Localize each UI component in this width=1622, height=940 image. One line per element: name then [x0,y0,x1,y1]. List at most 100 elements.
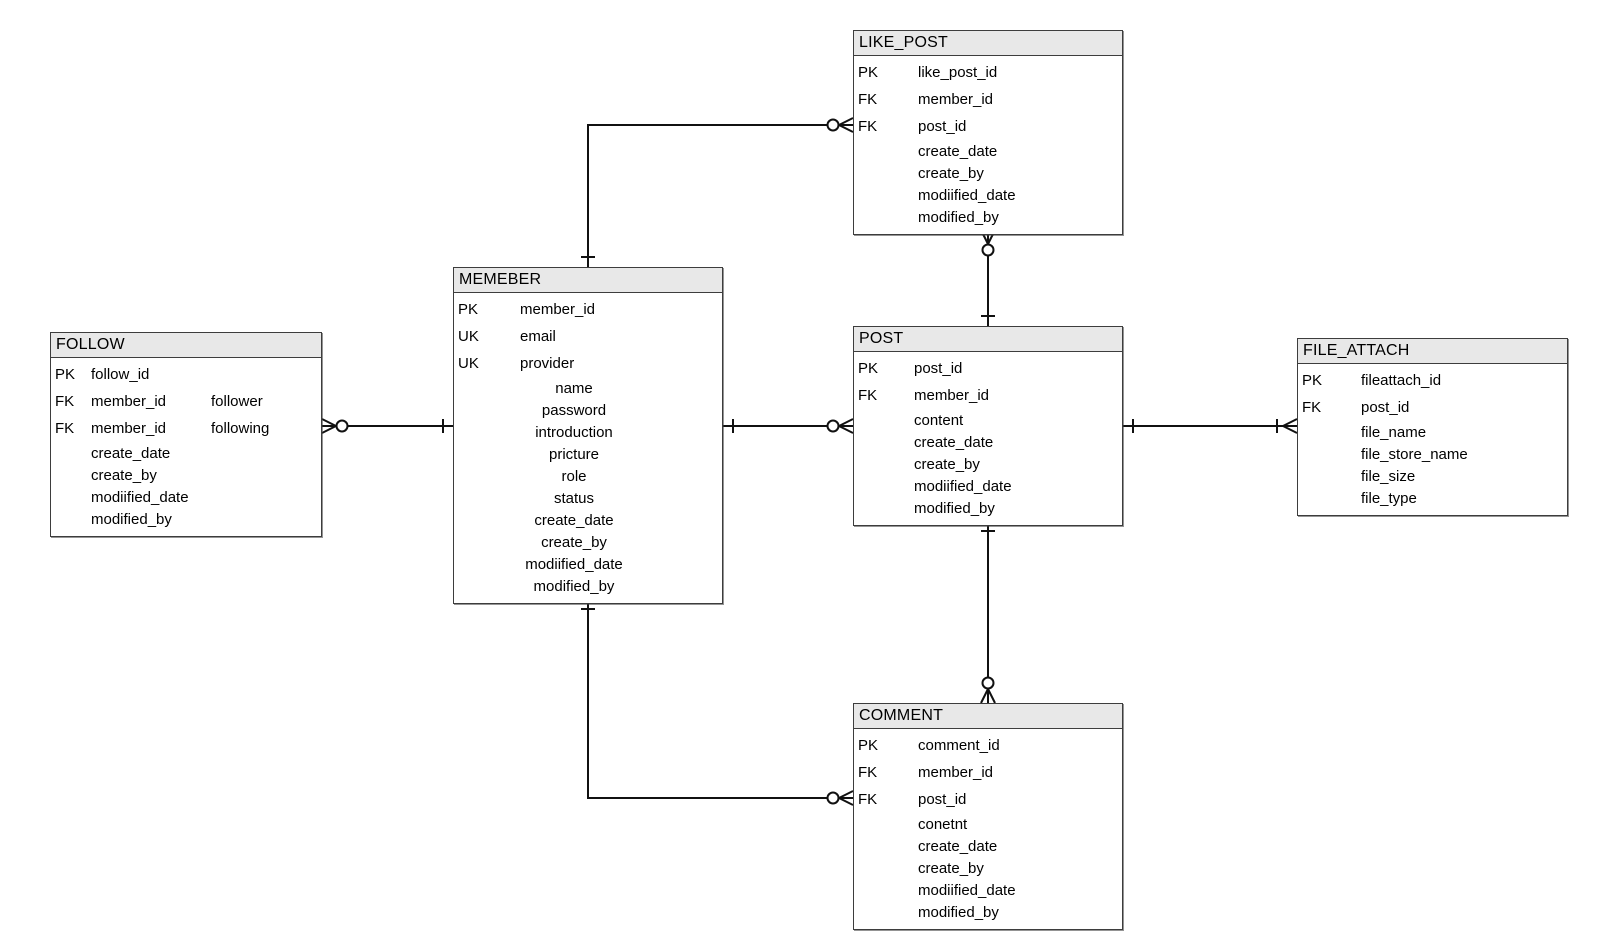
key-label: PK [858,360,879,377]
entity-header: LIKE_POST [854,31,1122,56]
attribute-name: modiified_date [525,555,623,573]
attribute-name: modified_by [914,499,995,517]
connector-memeber-like-post[interactable] [587,124,853,267]
attribute-name: create_by [918,164,984,182]
attribute-row: conetnt [854,813,1122,835]
attribute-name: create_date [918,837,998,855]
key-label: PK [858,737,879,754]
key-label: UK [458,328,479,345]
entity-title: FILE_ATTACH [1303,342,1410,359]
attribute-name: modiified_date [914,477,1012,495]
attribute-row: modiified_date [454,553,722,575]
key-label: PK [458,301,479,318]
attribute-row: create_date [854,431,1122,453]
attribute-name: conetnt [918,815,968,833]
key-label: UK [458,355,479,372]
attribute-row: file_store_name [1298,443,1567,465]
attribute-note: following [211,420,270,437]
attribute-row: content [854,409,1122,431]
attribute-name: modiified_date [91,488,189,506]
attribute-name: member_id [520,301,596,318]
entity-header: COMMENT [854,704,1122,729]
attribute-row: modified_by [854,901,1122,923]
attribute-name: post_id [918,118,967,135]
attribute-row: create_date [854,140,1122,162]
attribute-row: pricture [454,443,722,465]
attribute-name: post_id [914,360,963,377]
attribute-row: create_by [854,857,1122,879]
attribute-name: modified_by [918,903,999,921]
attribute-name: create_date [91,444,171,462]
attribute-row: PK member_id [454,296,722,323]
attribute-row: create_by [854,453,1122,475]
attribute-name: content [914,411,964,429]
attribute-row: PK comment_id [854,732,1122,759]
attribute-row: create_by [454,531,722,553]
attribute-name: create_date [918,142,998,160]
entity-header: MEMEBER [454,268,722,293]
attribute-name: email [520,328,556,345]
attribute-name: modiified_date [918,881,1016,899]
attribute-row: PK post_id [854,355,1122,382]
attribute-name: member_id [91,393,167,410]
cardinality-marker-one-many [1276,418,1298,434]
attribute-row: file_type [1298,487,1567,509]
attribute-row: UK provider [454,350,722,377]
attribute-name: member_id [918,91,994,108]
key-label: FK [858,764,878,781]
attribute-name: create_by [541,533,607,551]
attribute-row: FK post_id [854,786,1122,813]
key-label: FK [858,118,878,135]
attribute-row: modified_by [454,575,722,597]
attribute-name: file_name [1361,423,1427,441]
attribute-row: modiified_date [51,486,321,508]
attribute-row: create_date [454,509,722,531]
attribute-row: modiified_date [854,184,1122,206]
attribute-row: create_date [854,835,1122,857]
key-label: FK [55,393,75,410]
key-label: PK [1302,372,1323,389]
attribute-name: provider [520,355,575,372]
attribute-name: comment_id [918,737,1000,754]
attribute-row: modiified_date [854,475,1122,497]
key-label: PK [55,366,76,383]
entity-header: FILE_ATTACH [1298,339,1567,364]
attribute-row: file_size [1298,465,1567,487]
entity-title: LIKE_POST [859,34,948,51]
connector-memeber-comment[interactable] [587,599,853,799]
attribute-name: member_id [918,764,994,781]
attribute-name: role [561,467,587,485]
attribute-name: post_id [918,791,967,808]
entity-title: FOLLOW [56,336,125,353]
attribute-row: modiified_date [854,879,1122,901]
entity-header: FOLLOW [51,333,321,358]
attribute-name: fileattach_id [1361,372,1442,389]
attribute-name: create_by [914,455,980,473]
attribute-row: role [454,465,722,487]
key-label: FK [858,387,878,404]
key-label: FK [858,791,878,808]
attribute-name: file_store_name [1361,445,1468,463]
attribute-name: status [553,489,595,507]
attribute-name: password [541,401,607,419]
attribute-row: create_date [51,442,321,464]
attribute-row: name [454,377,722,399]
cardinality-marker-zero-many [826,418,854,434]
attribute-name: modified_by [918,208,999,226]
